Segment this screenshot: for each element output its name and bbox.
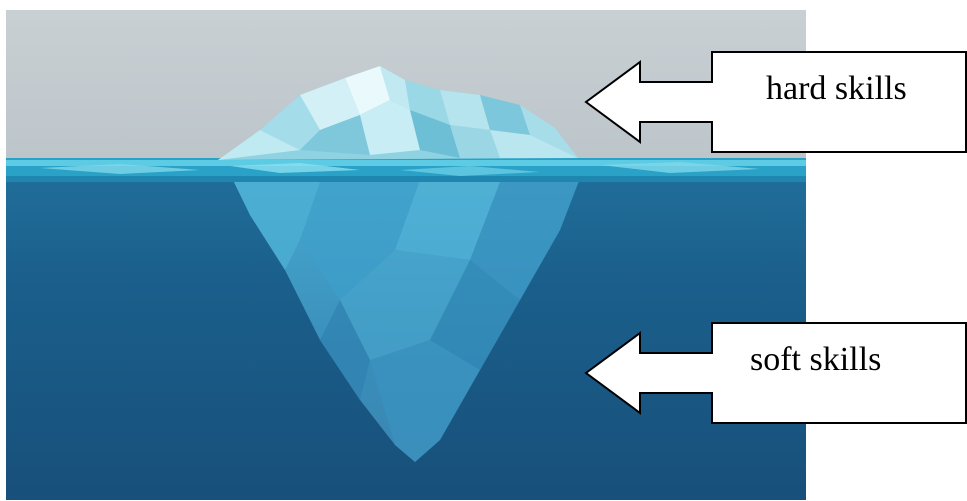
water-surface — [6, 158, 806, 182]
soft-skills-label: soft skills — [750, 343, 881, 377]
hard-skills-label: hard skills — [766, 72, 907, 106]
